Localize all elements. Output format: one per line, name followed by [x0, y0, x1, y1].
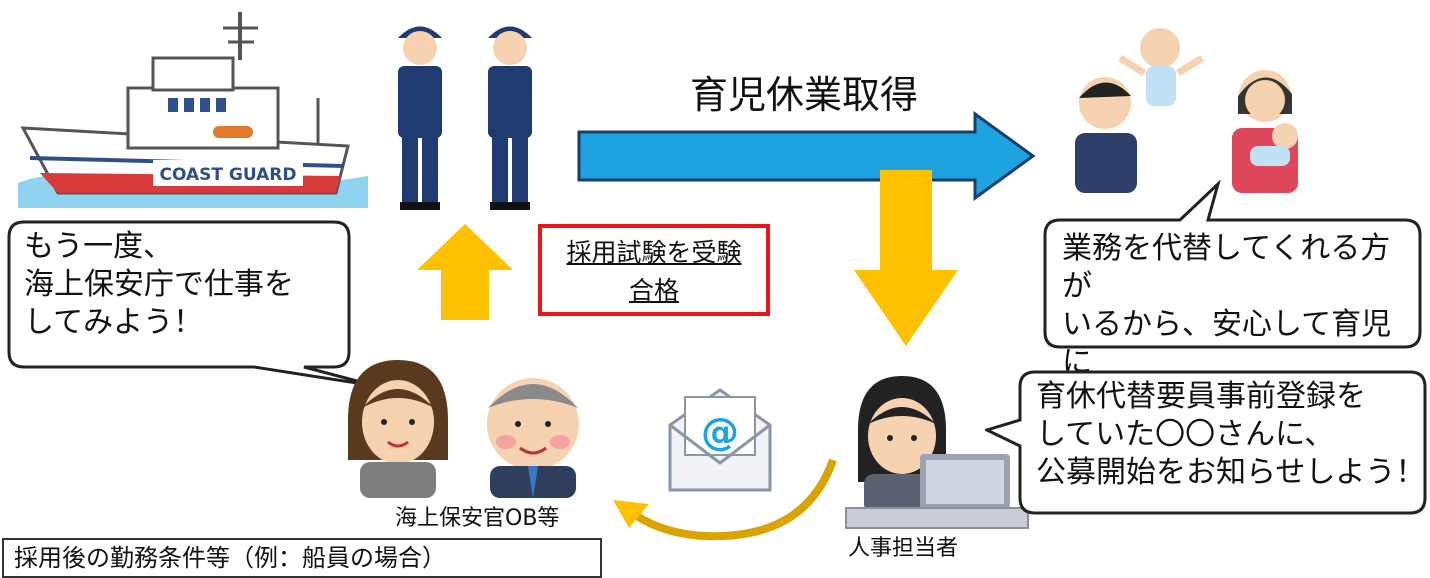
ob-bubble-text: もう一度、 海上保安庁で仕事を してみよう！ [24, 229, 294, 340]
hr-speech-bubble [985, 370, 1427, 515]
officers-illustration [398, 26, 532, 210]
employment-conditions-note: 採用後の勤務条件等（例：船員の場合） [2, 538, 602, 578]
family-illustration [1075, 28, 1298, 193]
hr-bubble-text: 育休代替要員事前登録を していた〇〇さんに、 公募開始をお知らせしよう！ [1036, 379, 1426, 490]
ob-label: 海上保安官OB等 [395, 506, 560, 531]
hr-staff-illustration [845, 376, 1029, 529]
exam-pass-box: 採用試験を受験 合格 [538, 224, 770, 316]
childcare-leave-label: 育児休業取得 [690, 73, 919, 117]
family-speech-bubble [1043, 180, 1422, 349]
down-arrow [854, 170, 958, 346]
exam-line2: 合格 [628, 276, 679, 305]
email-envelope-icon: @ [668, 388, 772, 492]
exam-line1: 採用試験を受験 [566, 238, 742, 267]
hr-label: 人事担当者 [848, 536, 959, 561]
ship-label: COAST GUARD [160, 165, 297, 185]
notification-curve-arrow [613, 458, 837, 541]
up-arrow [417, 224, 513, 320]
ob-people-illustration [348, 360, 579, 498]
childcare-leave-arrow [577, 111, 1036, 201]
ob-speech-bubble [7, 220, 377, 388]
email-at-symbol: @ [701, 410, 739, 454]
ship-illustration: COAST GUARD [18, 12, 368, 208]
